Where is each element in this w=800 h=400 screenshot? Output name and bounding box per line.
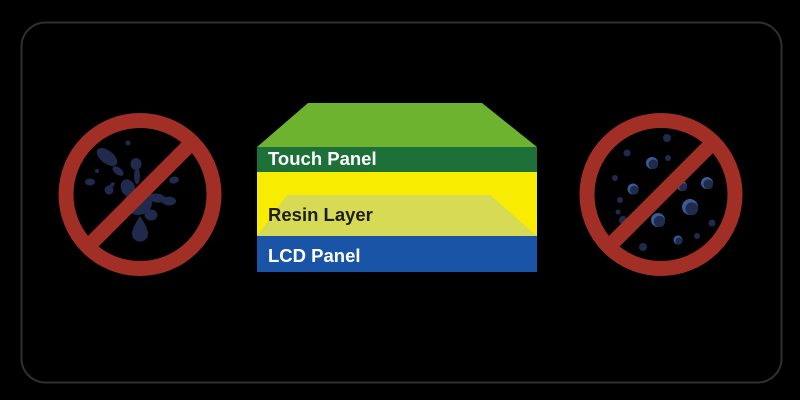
resin-layer-surface xyxy=(257,195,537,236)
layer-stack: Touch Panel Resin Layer LCD Panel xyxy=(257,103,537,272)
touch-panel-label: Touch Panel xyxy=(268,148,377,169)
no-liquid-splash-sign xyxy=(58,113,222,276)
dust-particles-dark xyxy=(612,134,716,251)
prohibition-ring-left xyxy=(58,113,222,276)
rounded-frame xyxy=(20,21,783,384)
touch-panel-layer xyxy=(257,147,537,172)
touch-panel-top-surface xyxy=(257,103,537,147)
no-dust-particles-sign xyxy=(579,113,743,276)
lcd-panel-layer xyxy=(257,236,537,272)
resin-layer-label: Resin Layer xyxy=(268,204,373,225)
prohibition-ring-right xyxy=(579,113,743,276)
lcd-panel-label: LCD Panel xyxy=(268,245,361,266)
